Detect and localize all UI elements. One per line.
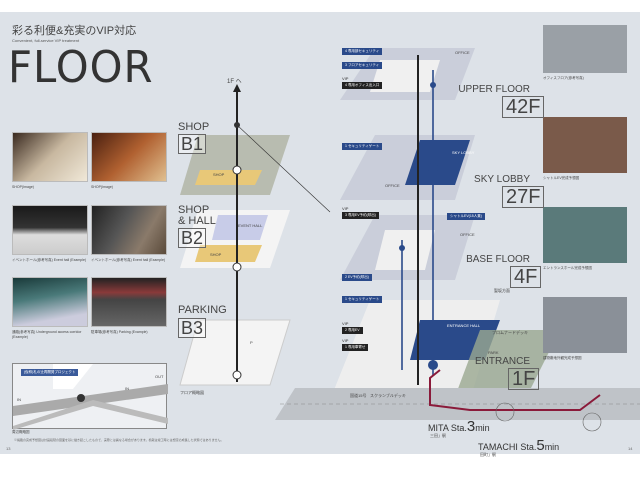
floor-name-42f: UPPER FLOOR bbox=[458, 84, 530, 95]
map-out-label: OUT bbox=[155, 374, 164, 379]
area-map: (仮称)札の辻再開発プロジェクト IN IN OUT bbox=[12, 363, 168, 430]
floor-level-1f: 1F bbox=[508, 368, 540, 390]
photo-caption: シャトルEV完成予想図 bbox=[543, 176, 580, 180]
tag-vip-ev: 専用EV bbox=[347, 328, 360, 332]
diagram-caption: フロア概略図 bbox=[180, 390, 204, 395]
sky-lobby-label: SKY LOBBY bbox=[452, 150, 475, 155]
office-label: OFFICE bbox=[385, 183, 400, 188]
photo-event-hall-1 bbox=[12, 205, 88, 255]
walking-route bbox=[429, 369, 601, 411]
subtitle-jp: 彩る利便&充実のVIP対応 bbox=[12, 25, 137, 37]
subtitle-en: Convenient, full-service VIP treatment bbox=[12, 38, 80, 43]
scramble-deck-label: スクランブルデッキ bbox=[370, 393, 406, 398]
station-tamachi: TAMACHI Sta.5min bbox=[478, 437, 560, 454]
floor-name-4f: BASE FLOOR bbox=[466, 254, 530, 265]
tag-shuttle-ev: シャトルEV(15人乗) bbox=[447, 213, 485, 220]
parking-label: P bbox=[250, 340, 253, 345]
floor-name-b3: PARKING bbox=[178, 304, 227, 316]
shop-label: SHOP bbox=[210, 252, 222, 257]
event-hall-label: EVENT HALL bbox=[238, 223, 263, 228]
photo-entrance-hall bbox=[543, 207, 627, 263]
footnote: ※掲載の完成予想図は計画段階の図面を基に描き起こしたもので、実際とは異なる場合が… bbox=[14, 438, 224, 442]
floor-level-27f: 27F bbox=[502, 186, 545, 208]
to-1f-label: 1F へ bbox=[227, 79, 242, 85]
vip-label: VIP bbox=[342, 338, 349, 343]
vip-label: VIP bbox=[342, 321, 349, 326]
station-tamachi-jp: 田町」駅 bbox=[480, 452, 496, 457]
floor-name-27f: SKY LOBBY bbox=[474, 174, 530, 185]
tag-office-security: 専用部セキュリティ bbox=[347, 49, 380, 53]
page-number-left: 13 bbox=[6, 446, 11, 451]
photo-caption: イベントホール(参考写真) Event hall (Example) bbox=[12, 258, 87, 262]
photo-parking bbox=[91, 277, 167, 327]
photo-caption: エントランスホール完成予想図 bbox=[543, 266, 592, 270]
tag-vip-ev-call: 専用EV予約(呼出) bbox=[347, 213, 376, 217]
office-label: OFFICE bbox=[455, 50, 470, 55]
page-number-right: 14 bbox=[628, 446, 633, 451]
photo-caption: SHOP(Image) bbox=[12, 185, 34, 189]
photo-caption: イベントホール(参考写真) Event hall (Example) bbox=[91, 258, 166, 262]
entrance-hall-label: ENTRANCE HALL bbox=[447, 323, 481, 328]
photo-exterior bbox=[543, 297, 627, 353]
photo-office-floor bbox=[543, 25, 627, 73]
map-in-label: IN bbox=[125, 386, 129, 391]
floor-level-b3: B3 bbox=[178, 318, 207, 338]
direction-label: 聖坂方面 bbox=[494, 288, 510, 293]
photo-caption: オフィスフロア(参考写真) bbox=[543, 76, 584, 80]
vip-label: VIP bbox=[342, 76, 349, 81]
tag-floor-security: フロアセキュリティ bbox=[347, 63, 380, 67]
floor-name-b1: SHOP bbox=[178, 121, 210, 133]
photo-corridor bbox=[12, 277, 88, 327]
tag-office-entrance: 専用オフィス出入口 bbox=[347, 83, 380, 87]
photo-caption: 通路(参考写真) Underground access corridor (Ex… bbox=[12, 330, 82, 339]
shop-label: SHOP bbox=[213, 172, 225, 177]
photo-caption: 駐車場(参考写真) Parking (Example) bbox=[91, 330, 148, 334]
floor-level-b2: B2 bbox=[178, 228, 207, 248]
photo-shop-1 bbox=[12, 132, 88, 182]
map-in-label: IN bbox=[17, 397, 21, 402]
promenade-deck-label: プロムナードデッキ bbox=[492, 330, 528, 335]
floor-level-42f: 42F bbox=[502, 96, 545, 118]
map-banner: (仮称)札の辻再開発プロジェクト bbox=[21, 369, 79, 376]
road-label: 国道15号 bbox=[350, 393, 367, 398]
photo-caption: SHOP(Image) bbox=[91, 185, 113, 189]
tag-vip-dropoff: 専用車寄せ bbox=[347, 345, 366, 349]
office-label: OFFICE bbox=[460, 232, 475, 237]
floor-name-1f: ENTRANCE bbox=[474, 356, 530, 367]
floor-name-b2: SHOP & HALL bbox=[178, 204, 216, 227]
floor-level-4f: 4F bbox=[510, 266, 542, 288]
tag-security-gate: セキュリティゲート bbox=[347, 297, 380, 301]
floor-level-b1: B1 bbox=[178, 134, 207, 154]
park-label: PARK bbox=[488, 350, 499, 355]
vip-label: VIP bbox=[342, 206, 349, 211]
floor-plan-b3 bbox=[179, 319, 291, 386]
map-caption: 周辺概略図 bbox=[12, 430, 30, 434]
station-mita: MITA Sta.3min bbox=[428, 418, 490, 435]
tag-security-gate: セキュリティゲート bbox=[347, 144, 380, 148]
photo-shop-2 bbox=[91, 132, 167, 182]
photo-shuttle-ev bbox=[543, 117, 627, 173]
photo-caption: 建物敷地外観完成予想図 bbox=[543, 356, 582, 360]
station-mita-jp: 三田」駅 bbox=[430, 433, 446, 438]
photo-event-hall-2 bbox=[91, 205, 167, 255]
tag-ev-call: EV予約(呼出) bbox=[347, 275, 369, 279]
page-title: FLOOR bbox=[8, 42, 154, 93]
